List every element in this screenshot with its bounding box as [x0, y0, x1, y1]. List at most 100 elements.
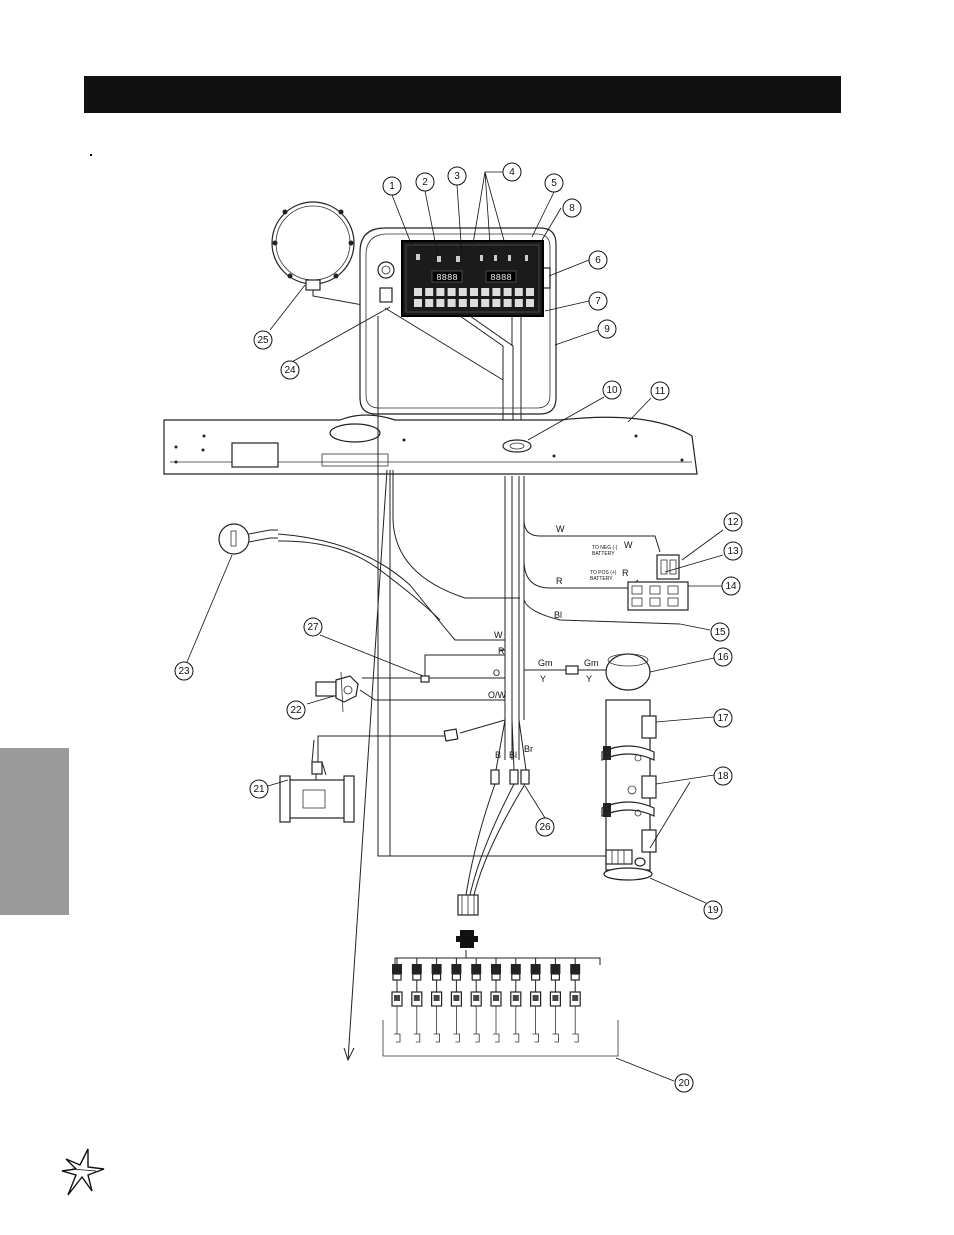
svg-text:9: 9 — [604, 324, 610, 335]
wire-label-gm-right: Gm — [584, 658, 599, 668]
wire-label-o: O — [493, 668, 500, 678]
section-connector — [549, 958, 562, 1043]
keypad — [414, 288, 534, 307]
connector-group — [465, 719, 530, 896]
wire-label-bl: Bl — [554, 610, 562, 620]
callout-12: 12 — [723, 512, 743, 532]
section-connector — [431, 958, 443, 1043]
callout-27: 27 — [303, 617, 323, 637]
page-mark — [90, 154, 92, 156]
boom-section-harness — [382, 950, 619, 1057]
svg-text:12: 12 — [727, 517, 739, 528]
header-bar — [84, 76, 841, 113]
callout-19: 19 — [703, 900, 723, 920]
sensor — [315, 671, 359, 713]
main-connector — [456, 894, 479, 948]
wire-label-y-right: Y — [586, 674, 592, 684]
section-connector — [569, 958, 581, 1043]
battery-neg-label-2: BATTERY — [592, 551, 615, 557]
callout-4: 4 — [502, 162, 522, 182]
keypad-key — [503, 299, 512, 307]
side-section-tab — [0, 748, 69, 915]
keypad-key — [526, 288, 534, 296]
svg-text:21: 21 — [253, 784, 265, 795]
keypad-key — [481, 299, 490, 307]
keypad-key — [458, 299, 467, 307]
callout-26: 26 — [535, 817, 555, 837]
callout-23: 23 — [174, 661, 194, 681]
callout-1: 1 — [382, 176, 402, 196]
section-connector — [510, 958, 522, 1043]
section-connector — [529, 958, 542, 1043]
keypad-key — [436, 299, 445, 307]
keypad-key — [458, 288, 467, 296]
svg-text:26: 26 — [539, 822, 551, 833]
svg-text:8: 8 — [569, 203, 575, 214]
battery-pos-label-2: BATTERY — [590, 576, 613, 582]
keypad-key — [492, 288, 501, 296]
svg-text:24: 24 — [284, 365, 296, 376]
svg-text:25: 25 — [257, 335, 269, 346]
callout-13: 13 — [723, 541, 743, 561]
callout-8: 8 — [562, 198, 582, 218]
leader-lines — [186, 171, 724, 1082]
svg-text:23: 23 — [178, 666, 190, 677]
svg-text:6: 6 — [595, 255, 601, 266]
svg-text:19: 19 — [707, 905, 719, 916]
callout-10: 10 — [602, 380, 622, 400]
keypad-key — [414, 288, 422, 296]
keypad-key — [503, 288, 512, 296]
svg-text:27: 27 — [307, 622, 319, 633]
wire-label-y-left: Y — [540, 674, 546, 684]
callout-5: 5 — [544, 173, 564, 193]
svg-text:14: 14 — [725, 581, 737, 592]
callout-16: 16 — [713, 647, 733, 667]
battery-neg-label: TO NEG (-) — [592, 545, 618, 551]
wire-label-gm-left: Gm — [538, 658, 553, 668]
keypad-key — [414, 299, 422, 307]
section-connector — [490, 958, 502, 1043]
svg-text:1: 1 — [389, 181, 395, 192]
callout-22: 22 — [286, 700, 306, 720]
wire-label-r: R — [556, 576, 563, 586]
keypad-key — [470, 299, 478, 307]
battery-pos-label: TO POS (+) — [590, 570, 617, 576]
svg-text:18: 18 — [717, 771, 729, 782]
callout-21: 21 — [249, 779, 269, 799]
wire-label-r-left: R — [498, 646, 505, 656]
svg-text:22: 22 — [290, 705, 302, 716]
section-connector — [411, 958, 423, 1043]
callout-14: 14 — [721, 576, 741, 596]
section-connector — [470, 958, 482, 1043]
svg-text:16: 16 — [717, 652, 729, 663]
callout-3: 3 — [447, 166, 467, 186]
callout-25: 25 — [253, 330, 273, 350]
keypad-key — [447, 299, 456, 307]
keypad-key — [425, 299, 434, 307]
control-panel: 8888 8888 — [401, 240, 544, 317]
svg-text:5: 5 — [551, 178, 557, 189]
wire-label-bl-lower: Bl — [509, 750, 517, 760]
gauge — [218, 523, 505, 641]
valve-stack — [601, 653, 657, 881]
wire-label-w-left: W — [494, 630, 503, 640]
mounting-plate — [163, 414, 698, 475]
keypad-key — [470, 288, 478, 296]
keypad-key — [436, 288, 445, 296]
callout-20: 20 — [674, 1073, 694, 1093]
callout-17: 17 — [713, 708, 733, 728]
svg-text:4: 4 — [509, 167, 515, 178]
callout-7: 7 — [588, 291, 608, 311]
wire-label-br: Br — [524, 744, 533, 754]
battery-terminal-block — [627, 554, 689, 611]
svg-text:7: 7 — [595, 296, 601, 307]
display-left: 8888 — [436, 273, 458, 283]
keypad-key — [447, 288, 456, 296]
callout-24: 24 — [280, 360, 300, 380]
keypad-key — [481, 288, 490, 296]
display-right: 8888 — [490, 273, 512, 283]
callout-2: 2 — [415, 172, 435, 192]
keypad-key — [526, 299, 534, 307]
